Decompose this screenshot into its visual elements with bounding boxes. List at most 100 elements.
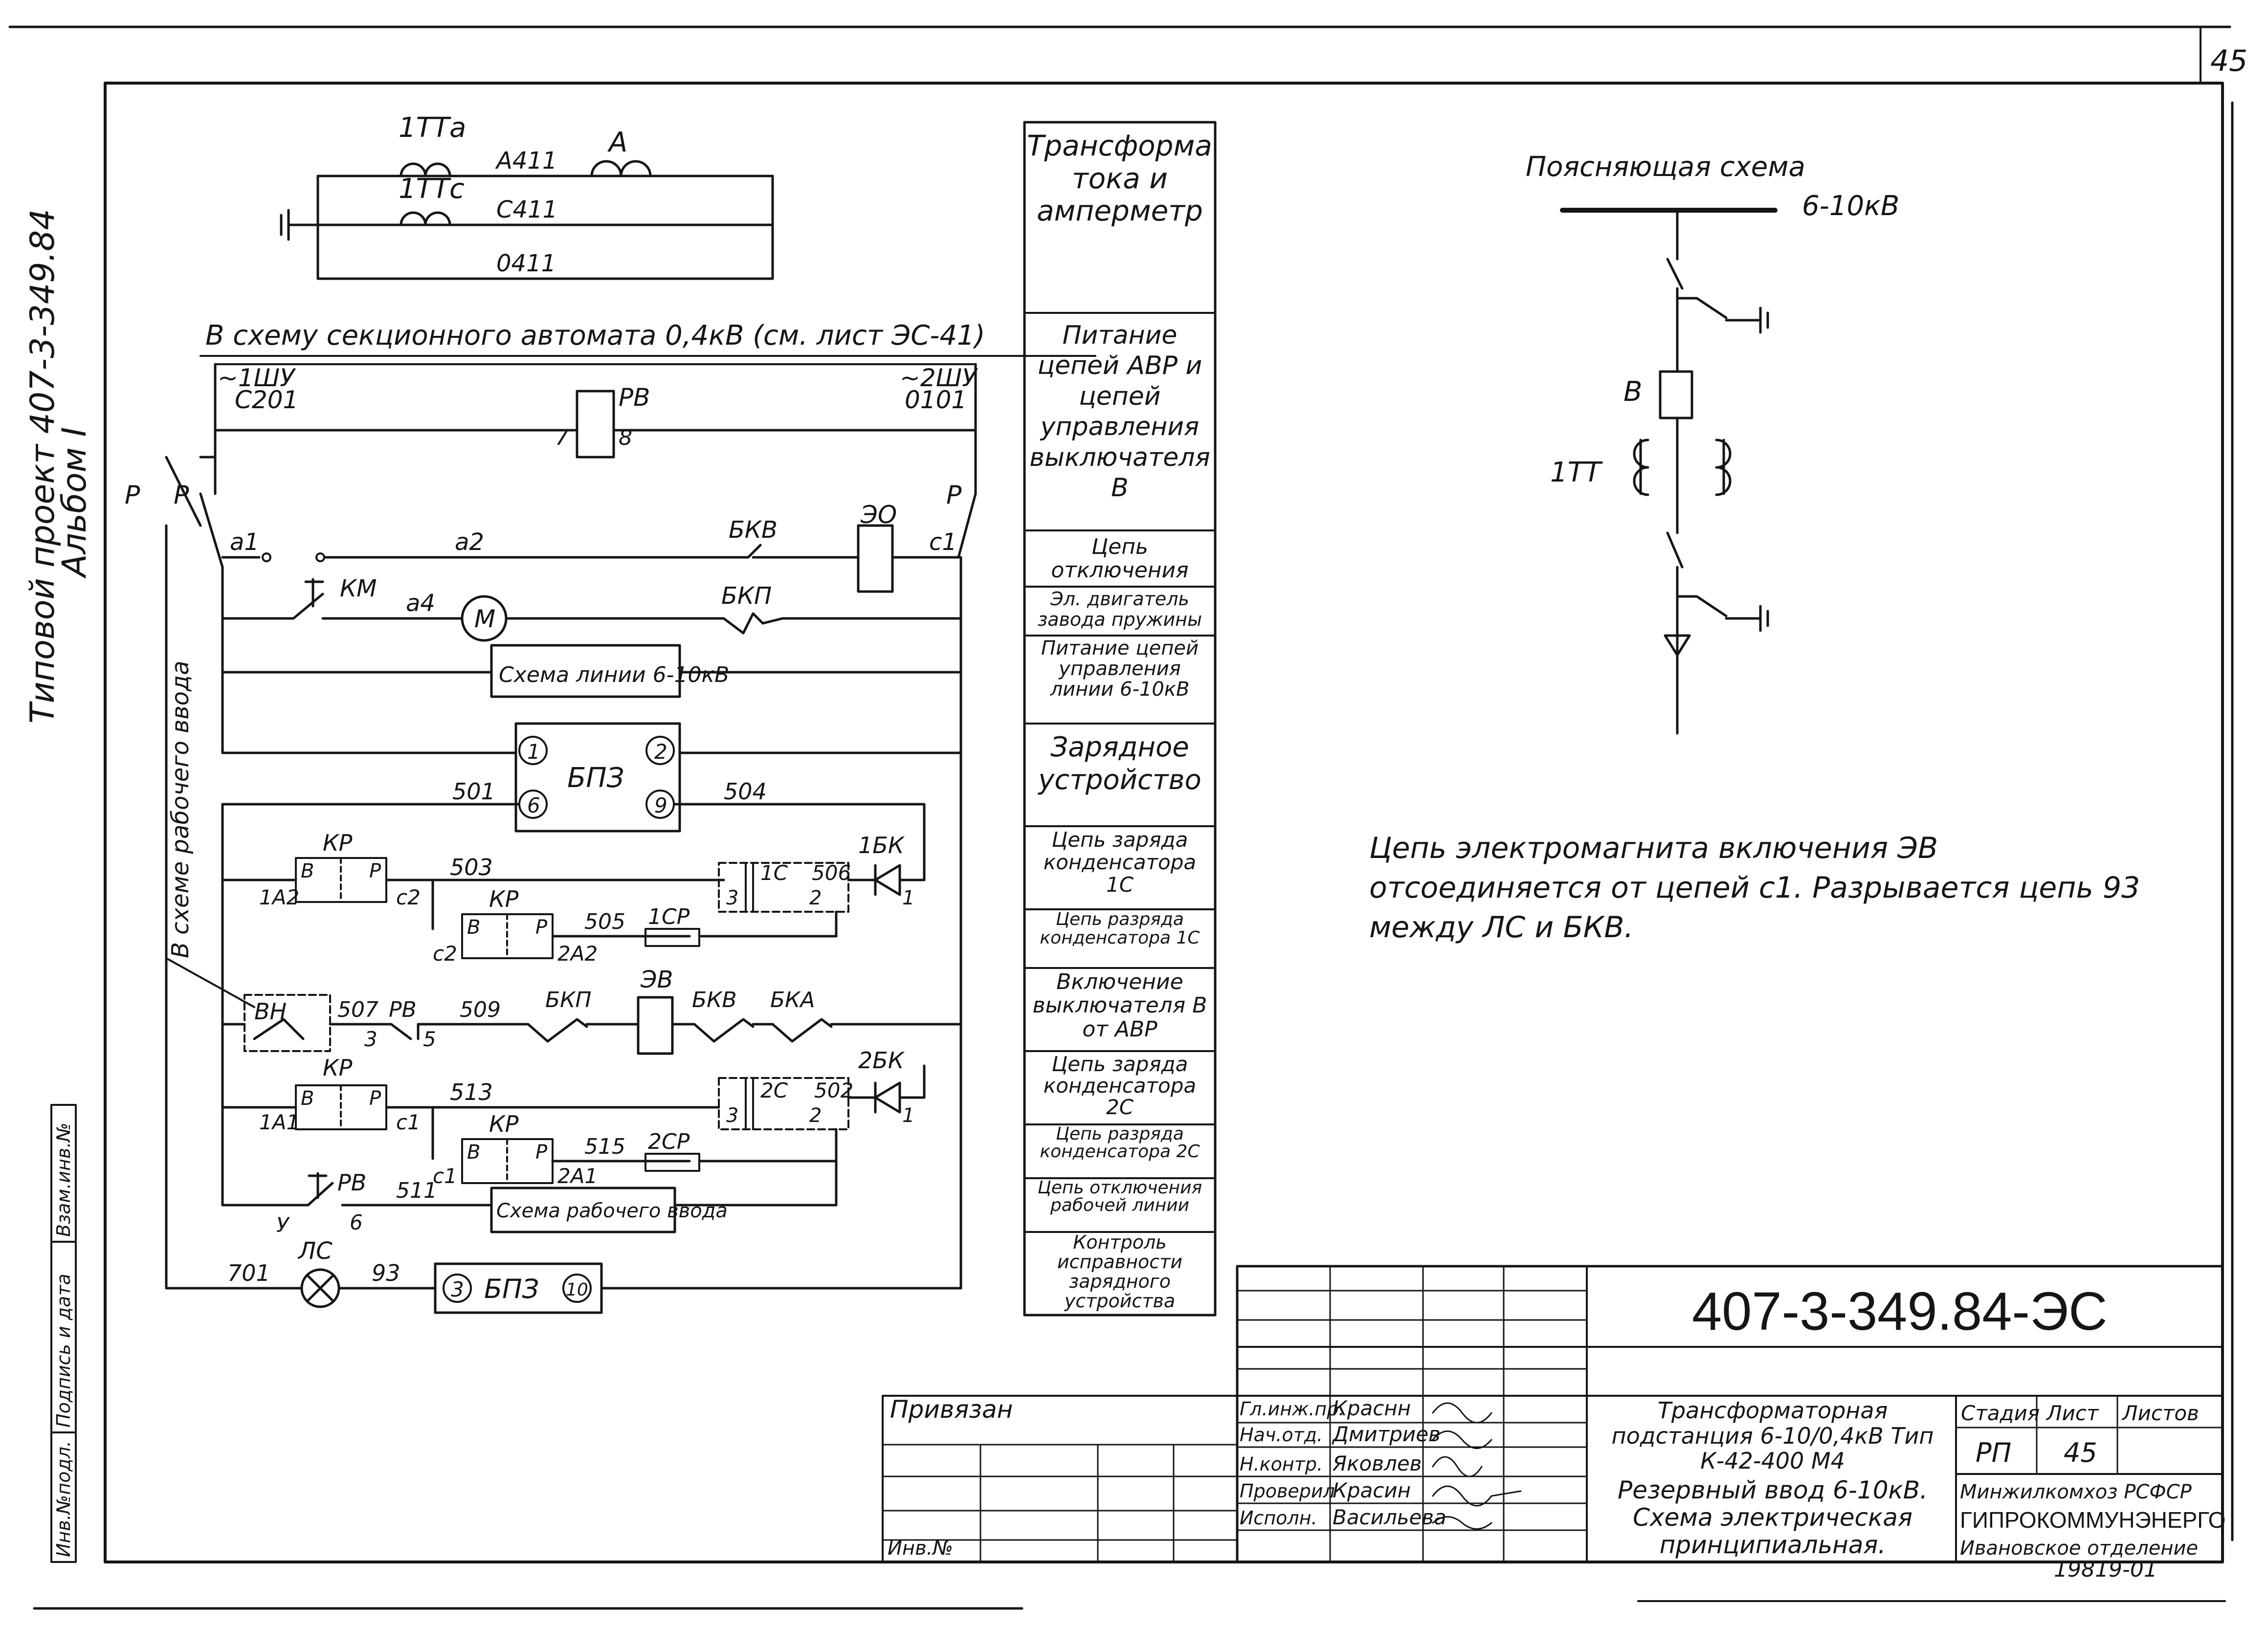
wire-a411: А411 — [495, 147, 557, 175]
bpz-pin-1: 1 — [527, 740, 540, 764]
bk1-label: 1БК — [858, 832, 905, 858]
legend-item-9: Включение выключателя В от АВР — [1032, 970, 1207, 1042]
top-note: В схему секционного автомата 0,4кВ (см. … — [205, 320, 985, 352]
cap-2c-3: 3 — [726, 1104, 738, 1127]
bus-left-label: ~1ШУ — [218, 364, 296, 392]
ct-ammeter-circuit: 1ТТа 1ТТс А А411 С411 0411 — [280, 112, 774, 280]
general-note: Цепь электромагнита включения ЭВ отсоеди… — [1369, 831, 2140, 945]
ct-1tt-label: 1ТТ — [1550, 457, 1603, 488]
kp-1-p: Р — [369, 860, 381, 882]
sheet-label: Лист — [2046, 1401, 2099, 1425]
p-switch-2: Р — [174, 481, 189, 510]
wire-501: 501 — [452, 778, 495, 805]
cp2-label: 2СР — [648, 1129, 690, 1154]
motor-label: М — [474, 605, 495, 633]
margin-inv-no: Инв.№подл. — [53, 1441, 74, 1557]
wire-502: 502 — [814, 1078, 853, 1102]
legend-item-11: Цепь разряда конденсатора 2С — [1040, 1125, 1200, 1162]
wire-505: 505 — [584, 909, 625, 934]
inv-no-label: Инв.№ — [888, 1537, 953, 1560]
sheet-frame — [8, 25, 2234, 1610]
cap-1c-2: 2 — [809, 887, 822, 909]
kp-3-b: В — [301, 1087, 314, 1110]
legend-column: Трансформаторы тока и амперметр Питание … — [1023, 121, 1217, 1317]
role-3: Н.контр. — [1240, 1453, 1323, 1475]
page-number: 45 — [2210, 44, 2247, 78]
stage-label: Стадия — [1961, 1401, 2040, 1425]
node-c2-a: с2 — [396, 885, 421, 909]
bpz-label: БПЗ — [567, 762, 624, 794]
ct-c-label: 1ТТс — [399, 173, 465, 205]
wire-701: 701 — [227, 1260, 270, 1286]
wire-515: 515 — [584, 1134, 625, 1159]
rv5-pin-5: 5 — [423, 1027, 436, 1051]
node-c2-b: с2 — [433, 942, 457, 966]
node-1a1: 1А1 — [259, 1110, 299, 1134]
work-vertical-label: В схеме рабочего ввода — [167, 660, 194, 958]
work-scheme-box: Схема рабочего ввода — [496, 1200, 728, 1222]
rv5-pin-3: 3 — [364, 1027, 378, 1051]
sheet-value: 45 — [2064, 1437, 2097, 1468]
org-institute: ГИПРОКОММУНЭНЕРГО — [1960, 1507, 2225, 1533]
bkv-label: БКВ — [729, 516, 778, 544]
legend-item-6: Зарядное устройство — [1038, 731, 1201, 796]
wire-504: 504 — [724, 778, 767, 805]
bus-right-wire: 0101 — [905, 386, 967, 414]
rv-label: РВ — [619, 383, 650, 412]
ev-label: ЭВ — [640, 966, 673, 993]
rv5-label: РВ — [389, 997, 417, 1022]
legend-item-1: Трансформаторы тока и амперметр — [1027, 130, 1213, 228]
node-2a1: 2А1 — [557, 1164, 598, 1188]
node-1a2: 1А2 — [259, 885, 299, 909]
name-4: Красин — [1333, 1478, 1411, 1502]
ammeter-label: А — [607, 127, 627, 158]
node-c1-a: с1 — [396, 1110, 421, 1134]
legend-item-2: Питание цепей АВР и цепей управления вык… — [1029, 321, 1210, 503]
sheet-title: Резервный ввод 6-10кВ. Схема электрическ… — [1618, 1476, 1928, 1559]
bpz2-pin-3: 3 — [451, 1277, 464, 1301]
wire-93: 93 — [372, 1260, 400, 1286]
cap-1c-3: 3 — [726, 887, 738, 909]
bpz-pin-6: 6 — [527, 793, 540, 817]
legend-item-13: Контроль исправности зарядного устройств… — [1057, 1233, 1183, 1312]
rv-pin-8: 8 — [619, 425, 632, 450]
sheets-label: Листов — [2121, 1401, 2199, 1425]
wire-a2: а2 — [455, 528, 484, 556]
margin-replace-inv: Взам.инв.№ — [53, 1122, 74, 1237]
archive-number: 19819-01 — [2054, 1557, 2157, 1582]
wire-506: 506 — [812, 861, 851, 885]
legend-item-5: Питание цепей управления линии 6-10кВ — [1041, 638, 1199, 701]
eo-label: ЭО — [860, 501, 897, 529]
bus-left-wire: С201 — [235, 386, 298, 414]
p-switch-3: Р — [946, 481, 962, 510]
name-5: Васильева — [1333, 1505, 1446, 1529]
explanatory-title: Поясняющая схема — [1526, 151, 1805, 183]
node-2a2: 2А2 — [557, 942, 598, 966]
km-label: КМ — [340, 575, 377, 602]
legend-item-4: Эл. двигатель завода пружины — [1037, 589, 1202, 630]
bkv2-label: БКВ — [692, 988, 737, 1012]
wire-509: 509 — [460, 997, 501, 1022]
wire-511: 511 — [396, 1178, 437, 1203]
project-title: Трансформаторная подстанция 6-10/0,4кВ Т… — [1611, 1398, 1934, 1474]
bk2-pin: 1 — [902, 1104, 914, 1127]
org-branch: Ивановское отделение — [1960, 1537, 2198, 1560]
name-3: Яковлев — [1332, 1451, 1422, 1475]
role-1: Гл.инж.пр. — [1240, 1398, 1344, 1420]
role-2: Нач.отд. — [1240, 1424, 1323, 1446]
legend-item-7: Цепь заряда конденсатора 1С — [1043, 829, 1197, 897]
stage-value: РП — [1976, 1437, 2011, 1468]
wire-a1: а1 — [230, 528, 259, 556]
role-4: Проверил — [1240, 1480, 1335, 1502]
p-switch-1: Р — [125, 481, 140, 510]
margin-project-text: Типовой проект 407-3-349.84 — [23, 209, 62, 724]
lc-label: ЛС — [297, 1237, 333, 1265]
role-5: Исполн. — [1240, 1507, 1317, 1529]
wire-513: 513 — [450, 1079, 493, 1105]
breaker-b-label: В — [1623, 376, 1642, 408]
wire-c411: С411 — [496, 196, 557, 223]
bk1-pin: 1 — [902, 887, 914, 909]
kp-4-label: КР — [489, 1111, 519, 1137]
ct-a-label: 1ТТа — [399, 112, 466, 144]
